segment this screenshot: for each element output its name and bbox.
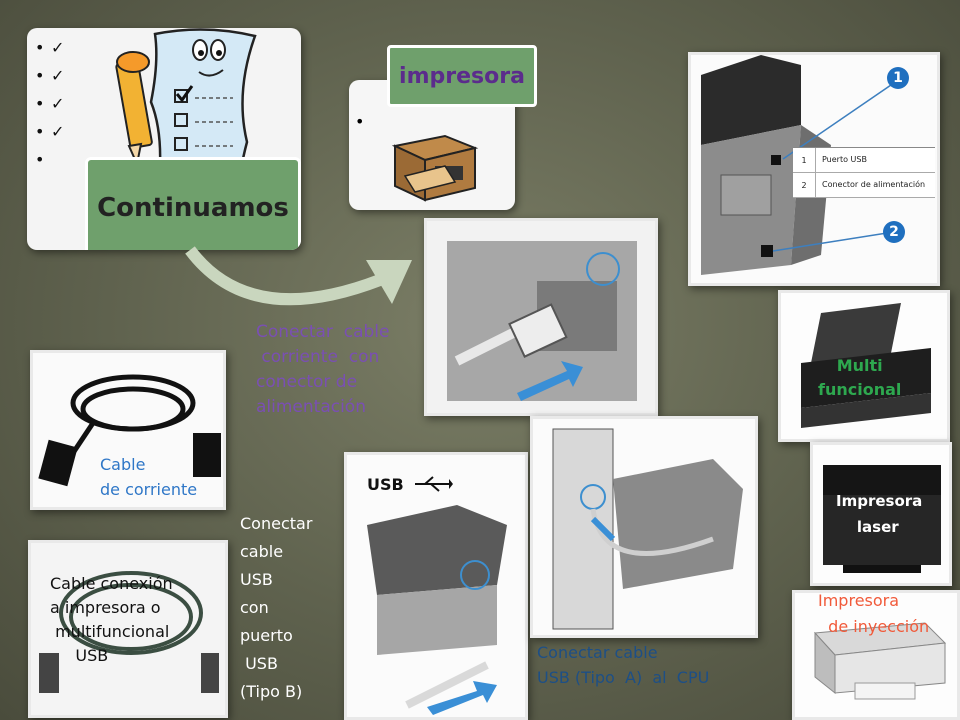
checklist-item: • [35, 150, 45, 169]
inkjet-caption: Impresora de inyección [818, 591, 930, 636]
power-connector-photo [424, 218, 658, 416]
usb-port-b-printer-icon [367, 505, 507, 715]
power-cable-photo [30, 350, 226, 510]
port-marker-2: 2 [883, 221, 905, 243]
port-legend-table: 1 Puerto USB 2 Conector de alimentación [793, 147, 935, 198]
multifunction-printer-icon [801, 303, 931, 428]
printer-box-bullet: • [355, 112, 365, 131]
impresora-label: impresora [399, 63, 525, 89]
multifunction-caption: Multi funcional [818, 356, 902, 399]
power-connect-caption: Conectar cable corriente con conector de… [256, 322, 390, 417]
checklist-item: •✓ [35, 38, 65, 57]
laser-printer-icon [823, 465, 941, 573]
usb-cable-icon [39, 571, 219, 693]
laser-printer-photo [810, 442, 952, 586]
power-connector-icon [447, 241, 637, 401]
usb-symbol-icon [415, 476, 453, 492]
continuamos-tab[interactable]: Continuamos [85, 157, 301, 250]
usb-connect-caption: Conectar cable USB con puerto USB (Tipo … [240, 514, 313, 701]
usb-cable-caption: Cable conexión a impresora o multifuncio… [50, 574, 173, 665]
cpu-connect-caption: Conectar cable USB (Tipo A) al CPU [537, 643, 710, 687]
usb-cpu-icon [552, 428, 743, 630]
port-legend-row: 1 Puerto USB [793, 148, 935, 173]
power-cable-caption: Cable de corriente [100, 455, 198, 499]
checklist-bullets: •✓ •✓ •✓ •✓ • [35, 34, 64, 174]
inkjet-printer-photo [792, 590, 960, 720]
laser-caption: Impresora laser [836, 492, 923, 536]
impresora-tab[interactable]: impresora [387, 45, 537, 107]
port-marker-1: 1 [887, 67, 909, 89]
power-cable-icon [38, 374, 221, 487]
port-legend-row: 2 Conector de alimentación [793, 173, 935, 198]
checklist-item: •✓ [35, 94, 65, 113]
usb-cable-photo [28, 540, 228, 718]
usb-port-b-photo: USB [344, 452, 528, 720]
usb-cpu-photo [530, 416, 758, 638]
checklist-card: •✓ •✓ •✓ •✓ • Continuamos [27, 28, 301, 250]
multifunction-photo [778, 290, 950, 442]
printer-box-icon [391, 134, 479, 202]
checklist-item: •✓ [35, 66, 65, 85]
continuamos-label: Continuamos [97, 193, 289, 223]
inkjet-printer-icon [813, 622, 947, 700]
usb-icon-label: USB [367, 475, 404, 494]
printer-back-photo: 1 2 1 Puerto USB 2 Conector de alimentac… [688, 52, 940, 286]
curved-arrow-icon [185, 246, 412, 306]
checklist-item: •✓ [35, 122, 65, 141]
